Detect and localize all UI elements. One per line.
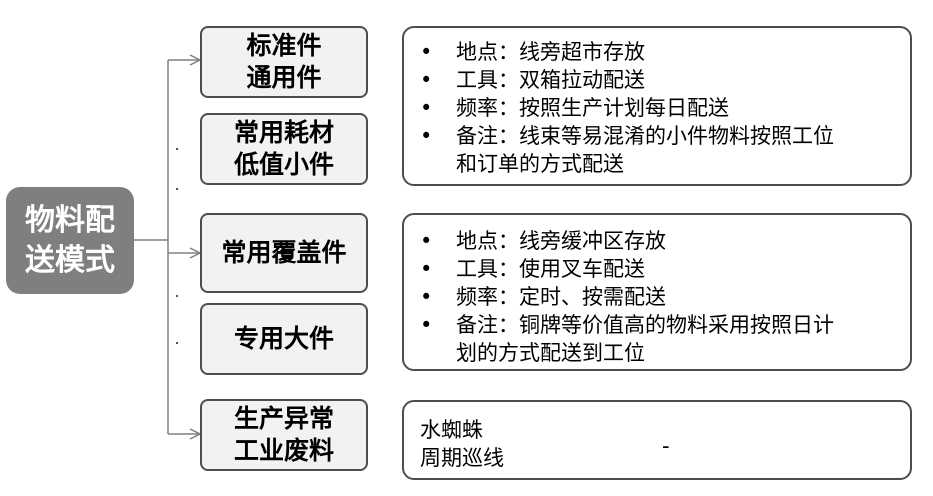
- detail-1-item-location: •地点：线旁超市存放: [420, 40, 645, 64]
- category-3: 常用覆盖件: [200, 213, 368, 293]
- root-node: 物料配 送模式: [6, 187, 134, 294]
- detail-1-item-note: •备注：线束等易混淆的小件物料按照工位和订单的方式配送: [420, 124, 834, 176]
- category-3-line-1: 常用覆盖件: [221, 238, 347, 267]
- connector-dot: [176, 295, 178, 297]
- detail-2-item-tool: •工具：使用叉车配送: [420, 257, 645, 281]
- detail-2-item-note: •备注：铜牌等价值高的物料采用按照日计划的方式配送到工位: [420, 313, 834, 365]
- detail-box-2: •地点：线旁缓冲区存放 •工具：使用叉车配送 •频率：定时、按需配送 •备注：铜…: [402, 213, 912, 371]
- detail-2-item-frequency: •频率：定时、按需配送: [420, 285, 666, 309]
- category-5-line-2: 工业废料: [233, 436, 334, 465]
- connector-dot: [176, 148, 178, 150]
- detail-3-mark: -: [662, 434, 670, 458]
- connector-dot: [176, 342, 178, 344]
- category-2-line-1: 常用耗材: [233, 118, 334, 147]
- root-line-1: 物料配: [25, 202, 115, 238]
- connector-dot: [176, 188, 178, 190]
- category-5: 生产异常 工业废料: [200, 399, 368, 471]
- detail-2-item-location: •地点：线旁缓冲区存放: [420, 229, 666, 253]
- category-1: 标准件 通用件: [200, 26, 368, 98]
- detail-3-line-1: 水蜘蛛: [420, 418, 483, 442]
- category-4-line-1: 专用大件: [233, 324, 334, 353]
- detail-1-item-frequency: •频率：按照生产计划每日配送: [420, 96, 729, 120]
- detail-3-line-2: 周期巡线: [420, 446, 504, 470]
- category-4: 专用大件: [200, 303, 368, 375]
- category-1-line-1: 标准件: [246, 31, 322, 60]
- category-2: 常用耗材 低值小件: [200, 113, 368, 185]
- root-line-2: 送模式: [25, 242, 115, 278]
- detail-1-item-tool: •工具：双箱拉动配送: [420, 68, 645, 92]
- detail-box-3: 水蜘蛛 周期巡线 -: [402, 400, 912, 480]
- category-2-line-2: 低值小件: [233, 150, 334, 179]
- detail-box-1: •地点：线旁超市存放 •工具：双箱拉动配送 •频率：按照生产计划每日配送 •备注…: [402, 26, 912, 186]
- category-1-line-2: 通用件: [246, 63, 322, 92]
- category-5-line-1: 生产异常: [233, 404, 334, 433]
